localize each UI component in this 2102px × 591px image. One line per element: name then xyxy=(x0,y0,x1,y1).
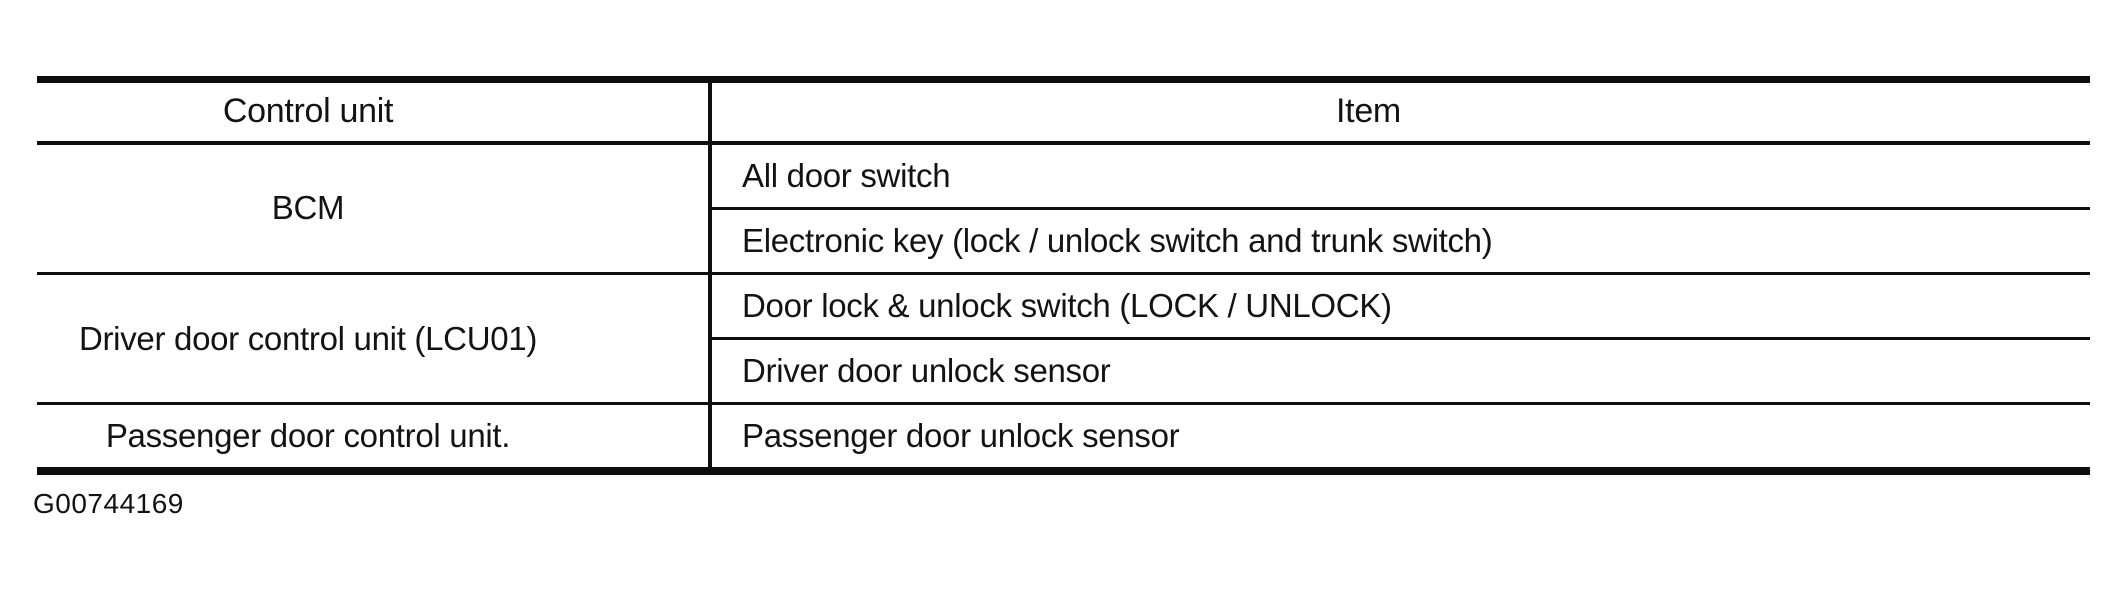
item-cell-driver-door-unlock-sensor: Driver door unlock sensor xyxy=(710,338,2090,405)
item-cell-electronic-key: Electronic key (lock / unlock switch and… xyxy=(710,208,2090,275)
figure-id-label: G00744169 xyxy=(33,488,184,519)
table-row: Electronic key (lock / unlock switch and… xyxy=(37,208,2090,275)
table-row: Driver door control unit (LCU01) Door lo… xyxy=(37,273,2090,405)
item-cell-all-door-switch: All door switch xyxy=(710,142,2090,210)
table-row: Passenger door control unit. Passenger d… xyxy=(37,403,2090,471)
table-header-row: Control unit Item xyxy=(37,79,2090,145)
item-cell-door-lock-unlock-switch: Door lock & unlock switch (LOCK / UNLOCK… xyxy=(710,273,2090,340)
column-header-control-unit: Control unit xyxy=(37,79,712,145)
table-row: Driver door unlock sensor xyxy=(37,338,2090,405)
column-header-item: Item xyxy=(710,79,2090,145)
control-unit-cell-driver-door: Driver door control unit (LCU01) xyxy=(37,273,712,405)
table-row: BCM All door switch xyxy=(37,142,2090,275)
control-unit-item-table: Control unit Item BCM All door switch El… xyxy=(37,76,2090,475)
item-cell-passenger-door-unlock-sensor: Passenger door unlock sensor xyxy=(742,416,1180,454)
control-unit-cell-passenger-door: Passenger door control unit. xyxy=(37,403,712,471)
control-unit-cell-bcm: BCM xyxy=(37,142,712,275)
